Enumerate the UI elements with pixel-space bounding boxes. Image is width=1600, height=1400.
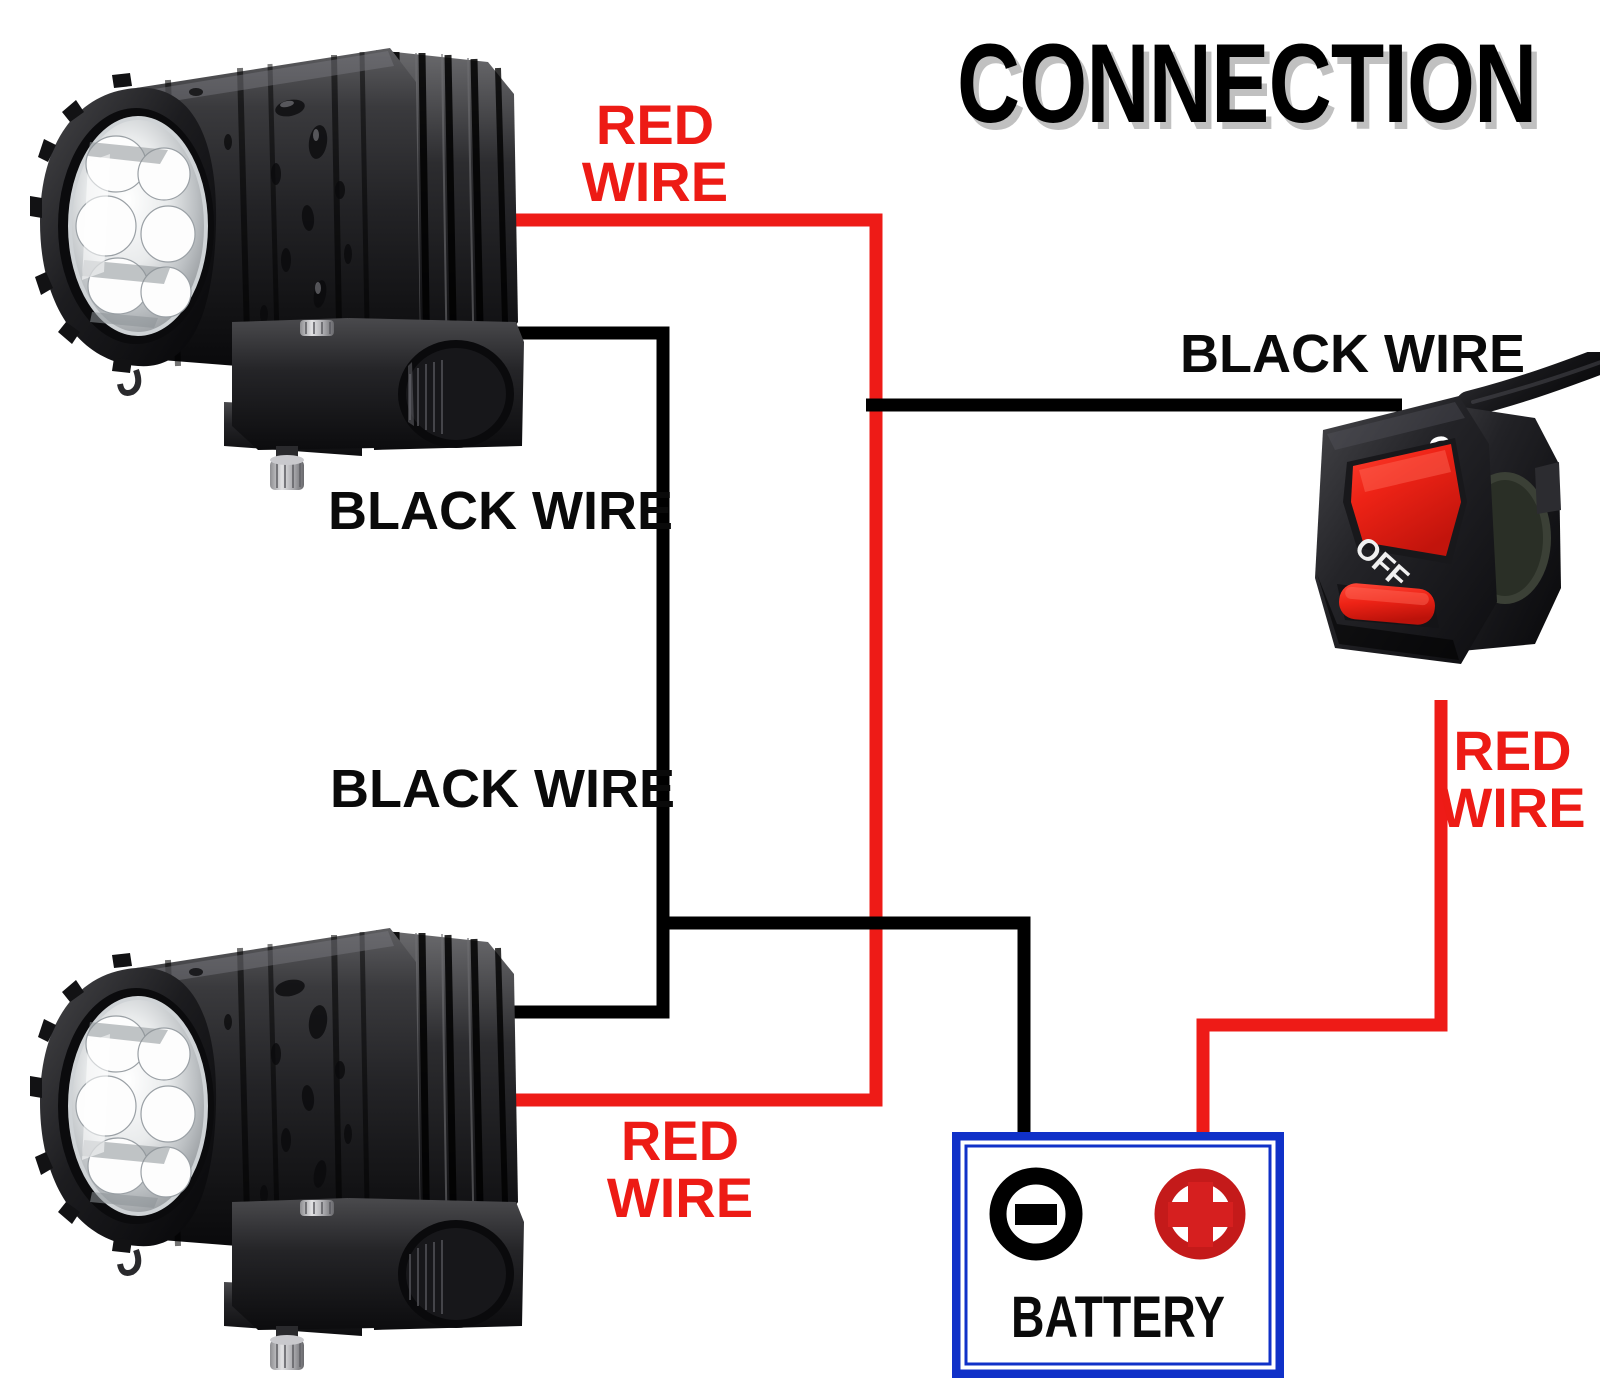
- battery-title: BATTERY: [1011, 1285, 1225, 1350]
- light-bezel: [30, 73, 217, 396]
- label-black-wire-bottom-light: BLACK WIRE: [330, 759, 675, 819]
- handlebar-clamp-mount: [224, 318, 524, 490]
- label-red-wire-switch-battery: RED WIRE: [1439, 719, 1586, 840]
- black-wire-top-light-path: [484, 326, 670, 1019]
- label-black-wire-top-light: BLACK WIRE: [328, 481, 673, 541]
- led-light-bottom: [30, 928, 524, 1370]
- switch-off-button[interactable]: [1337, 582, 1439, 628]
- battery-unit: BATTERY: [952, 1132, 1284, 1378]
- black-wire-to-battery-path: [663, 916, 1031, 1140]
- switch-on-button[interactable]: [1343, 438, 1467, 564]
- label-black-wire-switch: BLACK WIRE: [1180, 324, 1525, 384]
- led-light-top: [30, 48, 524, 490]
- label-red-wire-top-light: RED WIRE: [581, 93, 729, 214]
- battery-negative-terminal: [989, 1167, 1083, 1261]
- page-title: CONNECTION: [957, 21, 1537, 146]
- switch-cable: [1456, 352, 1600, 417]
- battery-positive-terminal: [1154, 1168, 1246, 1260]
- led-light-bottom-artwork: [30, 928, 524, 1370]
- label-red-wire-bottom-light: RED WIRE: [606, 1109, 754, 1230]
- handlebar-switch[interactable]: ON OFF: [1283, 352, 1600, 692]
- red-wire-top-light-path: [484, 213, 883, 1107]
- red-wire-switch-to-battery-path: [1196, 700, 1448, 1140]
